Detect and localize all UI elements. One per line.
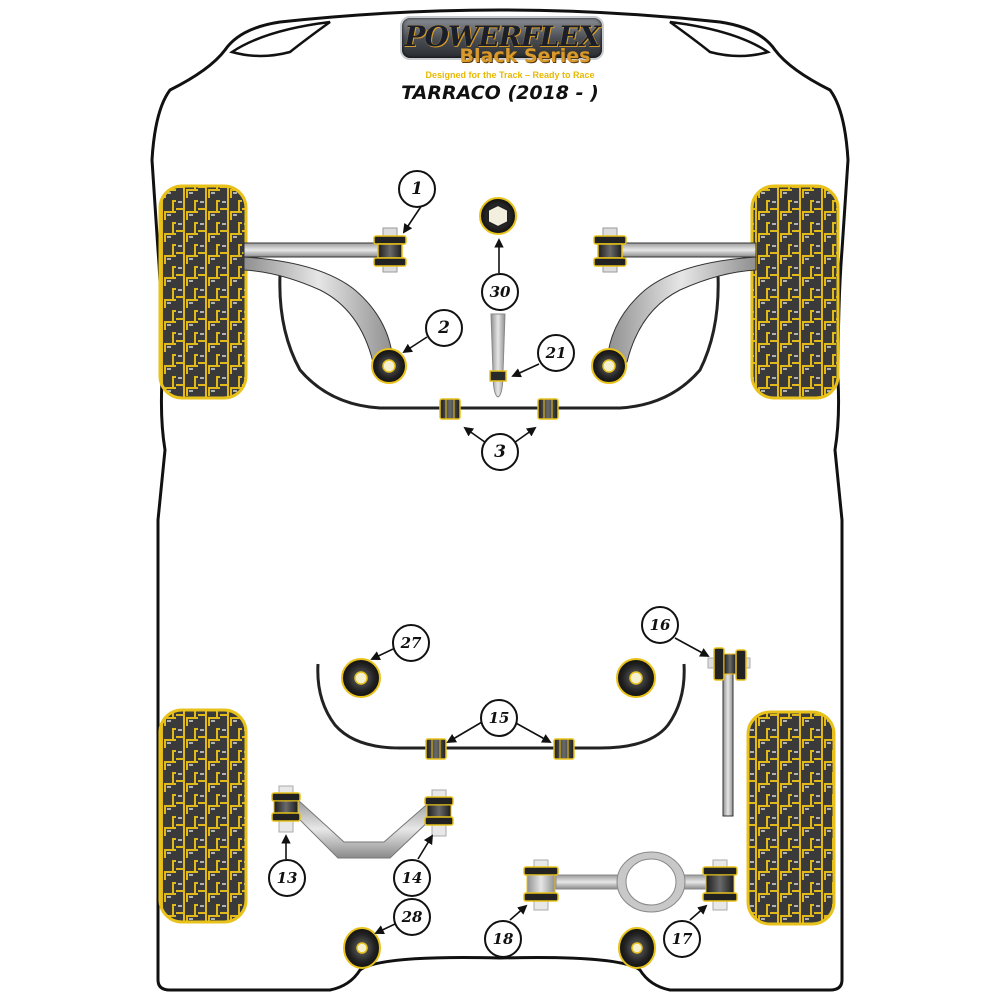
rear-link-arm <box>555 851 707 913</box>
callout-2: 2 <box>425 309 463 347</box>
car-body-outline <box>150 8 850 992</box>
callout-27: 27 <box>392 624 430 662</box>
tagline: Designed for the Track – Ready to Race <box>425 70 595 80</box>
tyre-front-left <box>158 184 248 400</box>
callout-16: 16 <box>641 606 679 644</box>
bush-15-left <box>425 738 447 760</box>
callout-21: 21 <box>537 334 575 372</box>
bush-27-right <box>616 658 656 698</box>
callout-30: 30 <box>481 273 519 311</box>
bush-1-left <box>373 227 407 273</box>
bush-17 <box>702 859 738 911</box>
callout-1: 1 <box>398 170 436 208</box>
bush-15-right <box>553 738 575 760</box>
tyre-rear-right <box>746 710 836 926</box>
powerflex-logo: POWERFLEX <box>400 16 604 60</box>
bush-27-left <box>341 658 381 698</box>
bush-18 <box>523 859 559 911</box>
callout-13: 13 <box>268 859 306 897</box>
callout-17: 17 <box>663 920 701 958</box>
callout-28: 28 <box>393 898 431 936</box>
bush-2-left <box>371 348 407 384</box>
front-right-wishbone <box>606 242 757 363</box>
callout-3: 3 <box>481 433 519 471</box>
callout-14: 14 <box>393 859 431 897</box>
bush-28-left <box>343 927 381 969</box>
bush-13 <box>271 785 301 833</box>
front-anti-roll-bar <box>278 274 720 410</box>
brand-name: POWERFLEX <box>404 20 600 53</box>
bush-1-right <box>593 227 627 273</box>
tyre-rear-left <box>158 708 248 924</box>
rear-anti-roll-bar <box>316 663 686 750</box>
front-left-wishbone <box>243 242 394 363</box>
callout-15: 15 <box>480 699 518 737</box>
part-16-drop-link <box>707 647 751 817</box>
bush-2-right <box>591 348 627 384</box>
bush-14 <box>424 789 454 837</box>
part-21-link <box>489 313 507 398</box>
callout-18: 18 <box>484 920 522 958</box>
bush-3-right <box>537 398 559 420</box>
bush-30-mount <box>479 197 517 235</box>
rear-lower-arm <box>295 798 435 859</box>
bush-28-right <box>618 927 656 969</box>
vehicle-model-title: TARRACO (2018 - ) <box>401 82 599 104</box>
series-name: Black Series <box>459 45 591 67</box>
tyre-front-right <box>750 184 840 400</box>
bush-3-left <box>439 398 461 420</box>
